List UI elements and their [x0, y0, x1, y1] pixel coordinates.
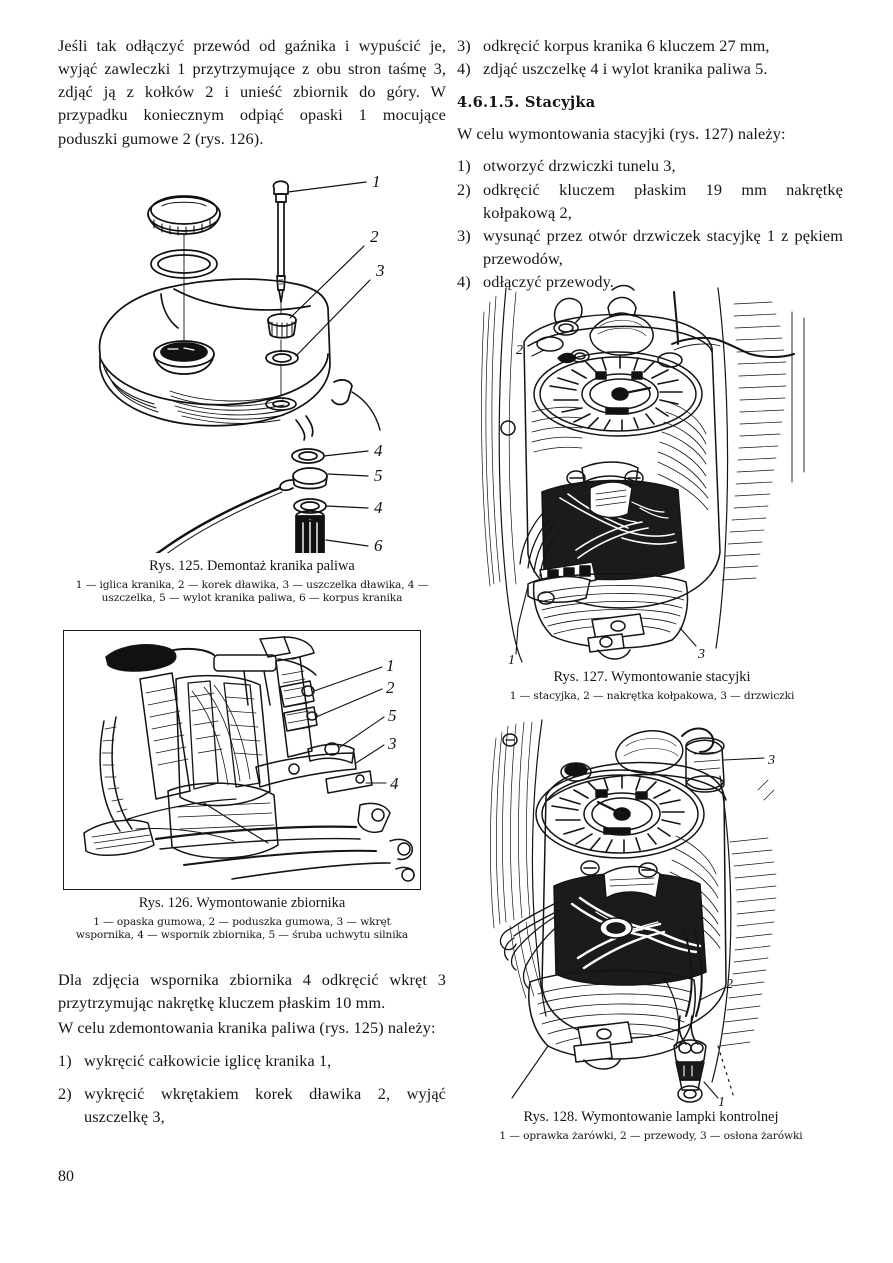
list-item: 2) odkręcić kluczem płaskim 19 mm nakręt…	[457, 178, 843, 224]
spacer	[457, 145, 843, 154]
section-heading: 4.6.1.5. Stacyjka	[457, 94, 596, 112]
list-item: 3) wysunąć przez otwór drzwiczek stacyjk…	[457, 224, 843, 270]
callout-2: 2	[726, 977, 733, 992]
list-item-text: zdjąć uszczelkę 4 i wylot kranika paliwa…	[483, 59, 768, 79]
list-item-text: odkręcić kluczem płaskim 19 mm nakrętkę …	[483, 179, 843, 222]
callout-4-lower: 4	[374, 498, 383, 517]
tap-steps: 1) wykręcić całkowicie iglicę kranika 1,…	[58, 1049, 446, 1127]
callout-2: 2	[516, 343, 523, 358]
callout-1: 1	[386, 656, 395, 675]
list-item-number: 3)	[457, 36, 471, 55]
rys-127-illustration: 2 1 3	[481, 284, 805, 666]
tap-steps-continued: 3) odkręcić korpus kranika 6 kluczem 27 …	[457, 34, 843, 80]
rys-126-frame: 1 2 5 3 4	[63, 630, 421, 890]
figure-key: 1 — iglica kranika, 2 — korek dławika, 3…	[75, 578, 429, 604]
support-paragraph: Dla zdjęcia wspornika zbiornika 4 odkręc…	[58, 970, 446, 1013]
rys-125-illustration: 1 2 3 4 5 4 6	[98, 172, 385, 553]
list-item-text: wysunąć przez otwór drzwiczek stacyjkę 1…	[483, 225, 843, 268]
figure-rys-128: 3 2 1 Rys. 128. Wymontowanie lampki kont…	[468, 716, 834, 1143]
callout-6: 6	[374, 536, 383, 553]
list-item: 1) otworzyć drzwiczki tunelu 3,	[457, 154, 843, 177]
figure-caption: Rys. 127. Wymontowanie stacyjki	[553, 669, 751, 685]
callout-4-upper: 4	[374, 441, 383, 460]
list-item-text: wykręcić całkowicie iglicę kranika 1,	[84, 1051, 332, 1071]
list-item: 2) wykręcić wkrętakiem korek dławika 2, …	[58, 1082, 446, 1128]
list-item-number: 1)	[58, 1051, 72, 1071]
figure-rys-125: 1 2 3 4 5 4 6 Rys. 125. Demontaż kranika…	[58, 168, 446, 605]
rys-126-illustration: 1 2 5 3 4	[64, 631, 420, 889]
tap-intro-paragraph: W celu zdemontowania kranika paliwa (rys…	[58, 1018, 436, 1038]
left-column: Jeśli tak odłączyć przewód od gaźnika i …	[58, 34, 446, 150]
list-item: 4) zdjąć uszczelkę 4 i wylot kranika pal…	[457, 57, 843, 80]
callout-3: 3	[767, 753, 775, 768]
right-column: 3) odkręcić korpus kranika 6 kluczem 27 …	[457, 34, 843, 293]
list-item-text: otworzyć drzwiczki tunelu 3,	[483, 156, 676, 176]
callout-1: 1	[508, 653, 515, 666]
list-item-text: odkręcić korpus kranika 6 kluczem 27 mm,	[483, 36, 770, 55]
ignition-intro-paragraph: W celu wymontowania stacyjki (rys. 127) …	[457, 124, 786, 144]
intro-paragraph: Jeśli tak odłączyć przewód od gaźnika i …	[58, 36, 446, 148]
callout-3: 3	[387, 734, 397, 753]
list-item-number: 4)	[457, 59, 471, 79]
figure-caption: Rys. 125. Demontaż kranika paliwa	[149, 558, 355, 574]
callout-5: 5	[374, 466, 383, 485]
rys-128-illustration: 3 2 1	[490, 719, 777, 1108]
list-item-text: wykręcić wkrętakiem korek dławika 2, wyj…	[84, 1083, 446, 1126]
callout-3: 3	[375, 261, 385, 280]
list-item-number: 2)	[457, 179, 471, 199]
list-item: 4) odłączyć przewody.	[457, 270, 843, 293]
callout-1: 1	[372, 172, 381, 191]
figure-rys-127: 2 1 3 Rys. 127. Wymontowanie stacyjki 1 …	[472, 282, 832, 703]
figure-rys-126: 1 2 5 3 4 Rys. 126. Wymontowanie zbiorni…	[63, 630, 421, 942]
figure-caption: Rys. 128. Wymontowanie lampki kontrolnej	[523, 1109, 779, 1125]
list-item-text: odłączyć przewody.	[483, 272, 614, 292]
list-item-number: 4)	[457, 272, 471, 292]
callout-5: 5	[388, 706, 397, 725]
callout-2: 2	[386, 678, 395, 697]
figure-key: 1 — oprawka żarówki, 2 — przewody, 3 — o…	[499, 1129, 803, 1142]
spacer	[58, 1039, 446, 1049]
list-item-number: 3)	[457, 225, 471, 245]
callout-2: 2	[370, 227, 379, 246]
list-item-number: 1)	[457, 156, 471, 176]
figure-caption: Rys. 126. Wymontowanie zbiornika	[138, 895, 346, 911]
list-item: 1) wykręcić całkowicie iglicę kranika 1,	[58, 1049, 446, 1072]
ignition-steps: 1) otworzyć drzwiczki tunelu 3, 2) odkrę…	[457, 154, 843, 293]
page-number: 80	[58, 1168, 74, 1185]
figure-key: 1 — opaska gumowa, 2 — poduszka gumowa, …	[75, 915, 409, 941]
figure-key: 1 — stacyjka, 2 — nakrętka kołpakowa, 3 …	[509, 689, 795, 702]
list-item: 3) odkręcić korpus kranika 6 kluczem 27 …	[457, 34, 843, 57]
callout-1: 1	[718, 1095, 725, 1108]
callout-4: 4	[390, 774, 399, 793]
left-column-lower: Dla zdjęcia wspornika zbiornika 4 odkręc…	[58, 968, 446, 1128]
list-item-number: 2)	[58, 1083, 72, 1103]
callout-3: 3	[697, 647, 705, 662]
